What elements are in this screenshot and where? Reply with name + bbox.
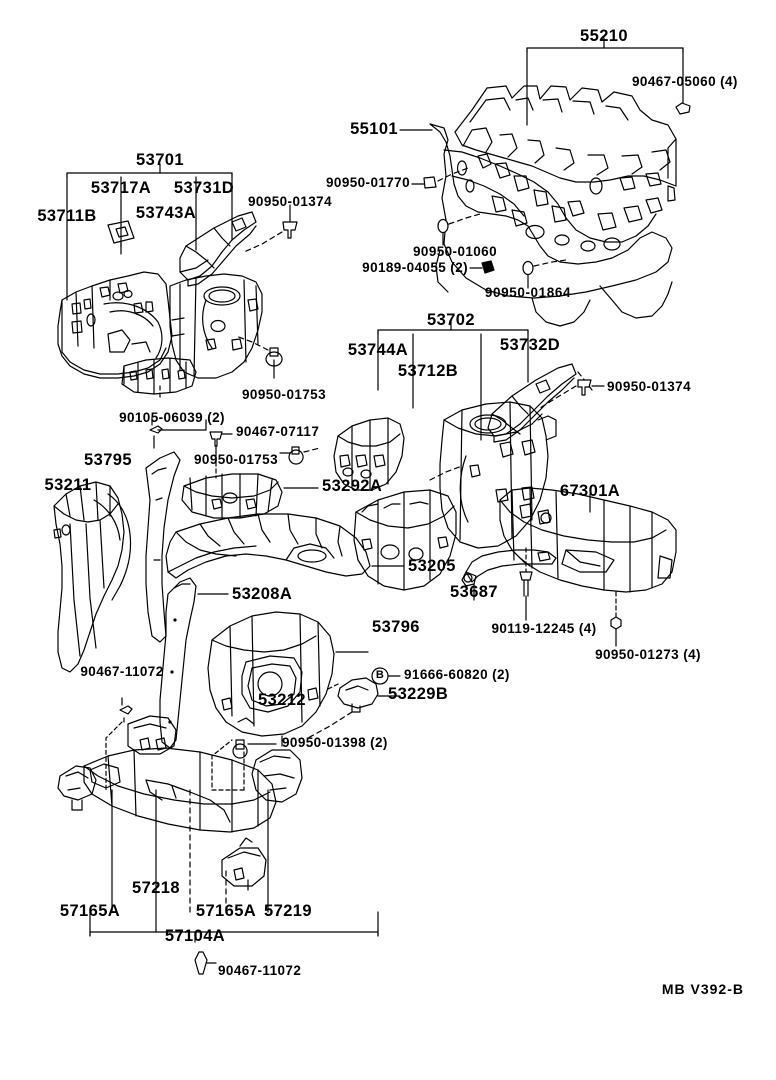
part-53796 bbox=[207, 611, 335, 737]
part-53229B bbox=[337, 677, 379, 713]
label-53732D: 53732D bbox=[499, 336, 561, 354]
label-53229B: 53229B bbox=[388, 685, 449, 703]
part-53743A bbox=[121, 357, 197, 395]
clip-90467-05060 bbox=[675, 102, 691, 115]
part-55101-dash-panel bbox=[429, 85, 677, 327]
label-53702: 53702 bbox=[427, 311, 475, 329]
clip-90950-01864 bbox=[522, 260, 534, 276]
part-53687 bbox=[461, 549, 557, 587]
label-55101: 55101 bbox=[350, 120, 398, 138]
part-53205 bbox=[165, 513, 371, 579]
label-53292A: 53292A bbox=[322, 477, 383, 495]
label-57219: 57219 bbox=[264, 902, 312, 920]
label-90467-11072-a: 90467-11072 bbox=[80, 664, 164, 679]
bolt-90105-06039 bbox=[149, 425, 163, 434]
label-57104A: 57104A bbox=[164, 927, 226, 945]
bracket-53701 bbox=[66, 163, 233, 301]
label-91666-60820: 91666-60820 (2) bbox=[404, 667, 510, 682]
marker-b-letter: B bbox=[375, 669, 385, 681]
clip-90950-01060 bbox=[437, 218, 449, 234]
label-90950-01770: 90950-01770 bbox=[326, 175, 410, 190]
label-53205: 53205 bbox=[408, 557, 456, 575]
label-53717A: 53717A bbox=[90, 179, 152, 197]
clip-90950-01273 bbox=[610, 616, 622, 630]
label-53795: 53795 bbox=[84, 451, 132, 469]
part-53711B bbox=[57, 271, 173, 379]
part-53211 bbox=[53, 481, 132, 673]
label-90950-01753-b: 90950-01753 bbox=[194, 452, 278, 467]
label-90950-01753-a: 90950-01753 bbox=[242, 387, 326, 402]
bracket-53702 bbox=[377, 319, 529, 441]
part-53702-apron bbox=[439, 401, 557, 549]
part-53795 bbox=[145, 451, 181, 643]
label-55210: 55210 bbox=[580, 27, 628, 45]
footer-code: MB V392-B bbox=[661, 981, 744, 997]
bracket-55210 bbox=[526, 37, 684, 126]
label-53796: 53796 bbox=[372, 618, 420, 636]
label-90950-01398: 90950-01398 (2) bbox=[282, 735, 388, 750]
label-90950-01060: 90950-01060 bbox=[413, 244, 497, 259]
bolt-90467-11072-a bbox=[119, 705, 133, 715]
label-53212: 53212 bbox=[258, 691, 306, 709]
label-90950-01374-a: 90950-01374 bbox=[248, 194, 332, 209]
part-53292A bbox=[181, 473, 283, 519]
label-90105-06039: 90105-06039 (2) bbox=[119, 410, 225, 425]
washer-90950-01770 bbox=[423, 176, 437, 189]
label-53701: 53701 bbox=[136, 151, 184, 169]
bracket-57104A bbox=[89, 789, 379, 943]
part-53732D bbox=[487, 363, 577, 443]
clip-90950-01753-b bbox=[288, 449, 304, 465]
part-53701-center bbox=[169, 273, 263, 379]
part-53744A bbox=[333, 417, 405, 491]
label-53711B: 53711B bbox=[37, 207, 97, 225]
part-53712B bbox=[353, 489, 457, 591]
part-53717A bbox=[107, 220, 135, 244]
label-90467-11072-b: 90467-11072 bbox=[218, 963, 302, 978]
part-67301A bbox=[499, 487, 677, 593]
label-53744A: 53744A bbox=[347, 341, 409, 359]
label-90950-01273: 90950-01273 (4) bbox=[595, 647, 701, 662]
label-53208A: 53208A bbox=[232, 585, 293, 603]
label-53712B: 53712B bbox=[397, 362, 459, 380]
label-53743A: 53743A bbox=[135, 204, 197, 222]
part-53731D bbox=[179, 211, 257, 287]
part-57104A-assembly bbox=[57, 715, 303, 891]
label-57218: 57218 bbox=[132, 879, 180, 897]
label-67301A: 67301A bbox=[559, 482, 621, 500]
label-90950-01374-b: 90950-01374 bbox=[607, 379, 691, 394]
clip-90950-01398 bbox=[232, 743, 248, 759]
label-57165A-left: 57165A bbox=[59, 902, 121, 920]
label-53731D: 53731D bbox=[173, 179, 235, 197]
label-90467-07117: 90467-07117 bbox=[236, 424, 320, 439]
clip-90950-01374-b bbox=[577, 379, 592, 396]
clip-90467-07117 bbox=[209, 431, 223, 447]
label-90119-12245: 90119-12245 (4) bbox=[491, 621, 597, 636]
label-90950-01864: 90950-01864 bbox=[484, 285, 572, 300]
nut-90189-04055 bbox=[481, 260, 495, 274]
label-53211: 53211 bbox=[44, 476, 92, 494]
label-90189-04055: 90189-04055 (2) bbox=[362, 260, 468, 275]
part-53208A bbox=[159, 577, 197, 749]
label-57165A-right: 57165A bbox=[195, 902, 257, 920]
clip-90950-01374-a bbox=[282, 221, 298, 239]
label-53687: 53687 bbox=[450, 583, 498, 601]
label-90467-05060: 90467-05060 (4) bbox=[632, 74, 738, 89]
bolt-90467-11072-b bbox=[194, 951, 208, 975]
bolt-90119-12245 bbox=[519, 571, 533, 581]
